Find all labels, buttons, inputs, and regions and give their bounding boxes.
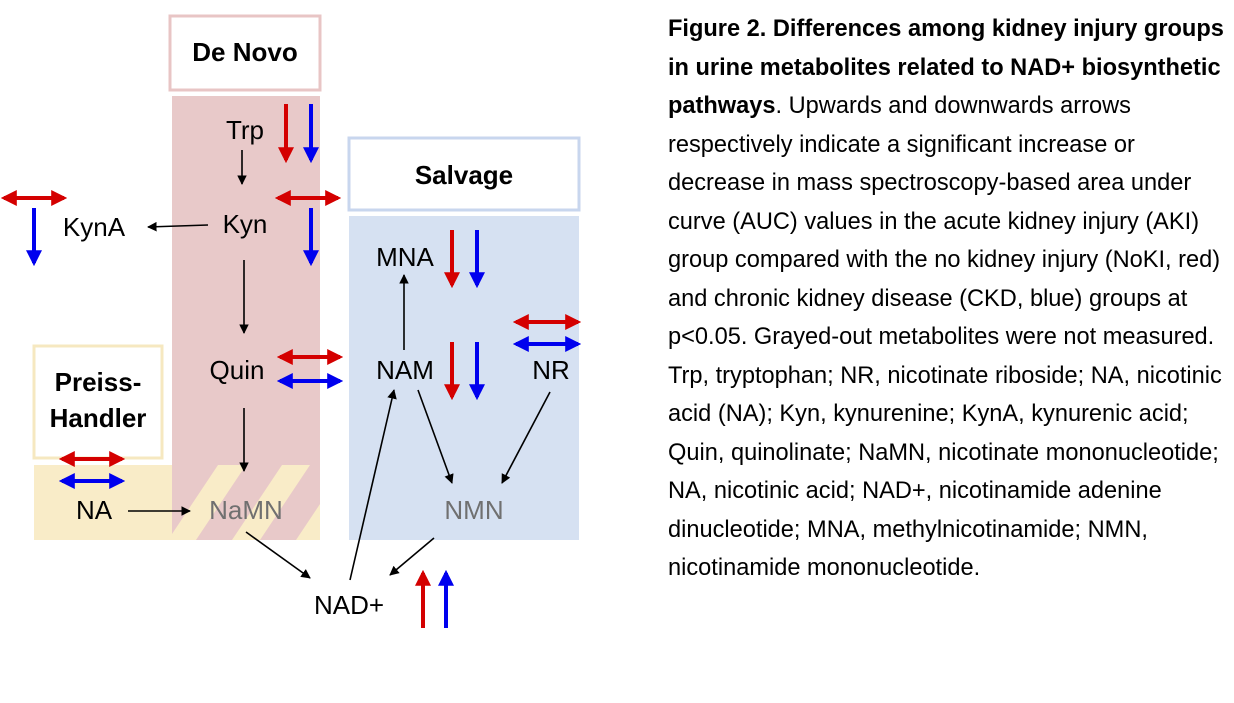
salvage-box: Salvage: [347, 136, 581, 212]
metabolite-trp: Trp: [226, 115, 264, 145]
metabolite-nam: NAM: [376, 355, 434, 385]
metabolite-na: NA: [76, 495, 113, 525]
arrow-nmn-nad: [389, 537, 435, 576]
de-novo-label: De Novo: [192, 37, 297, 67]
salvage-label: Salvage: [415, 160, 513, 190]
arrow-nad-nam: [349, 389, 397, 581]
preiss-handler-label-line1: Preiss-: [55, 367, 142, 397]
preiss-handler-box: Preiss- Handler: [32, 344, 164, 460]
arrow-kyn-kyna: [147, 221, 209, 232]
metabolite-nad: NAD+: [314, 590, 384, 620]
metabolite-nmn: NMN: [444, 495, 503, 525]
caption-body: . Upwards and downwards arrows respectiv…: [668, 93, 1222, 581]
preiss-handler-label-line2: Handler: [50, 403, 147, 433]
nad-pathway-diagram: De Novo Salvage Preiss- Handler Trp Kyn …: [0, 14, 582, 628]
namn-stripes: [172, 465, 320, 540]
arrow-nr-nmn: [501, 391, 551, 484]
arrow-namn-nad: [245, 531, 311, 579]
metabolite-quin: Quin: [210, 355, 265, 385]
pathway-arrows: [128, 150, 551, 581]
change-indicators: [0, 104, 582, 628]
de-novo-box: De Novo: [168, 14, 322, 92]
metabolite-namn: NaMN: [209, 495, 283, 525]
caption-title: Figure 2. Differences among kidney injur…: [668, 16, 1224, 119]
metabolite-kyn: Kyn: [223, 209, 268, 239]
salvage-region: [349, 216, 579, 540]
metabolite-kyna: KynA: [63, 212, 126, 242]
metabolite-mna: MNA: [376, 242, 434, 272]
figure-caption: Figure 2. Differences among kidney injur…: [668, 10, 1228, 588]
metabolite-nr: NR: [532, 355, 570, 385]
arrow-nam-nmn: [417, 389, 454, 484]
